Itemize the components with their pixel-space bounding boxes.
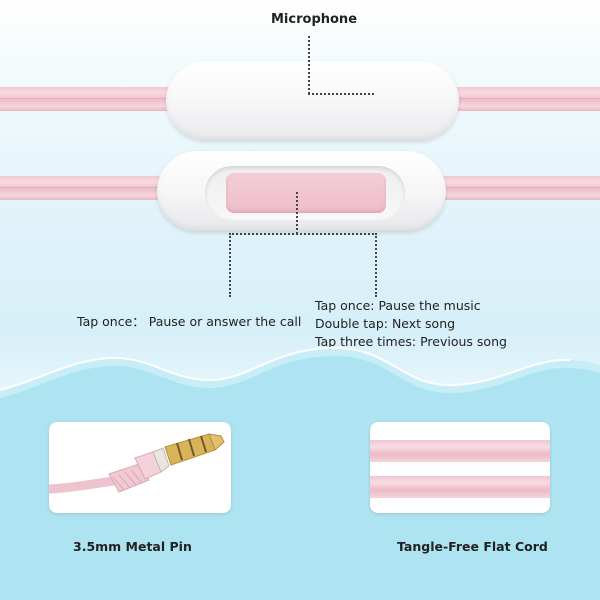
metal-pin-label: 3.5mm Metal Pin — [73, 539, 192, 554]
left-button-text: Tap once： Pause or answer the call — [77, 314, 302, 329]
right-button-line-1: Tap once: Pause the music — [315, 298, 481, 313]
button-leader-left — [229, 233, 231, 297]
flat-cord-top — [370, 440, 550, 462]
left-button-label: Tap once： Pause or answer the call — [77, 311, 301, 330]
control-button — [226, 173, 386, 213]
button-leader-horizontal — [229, 233, 377, 235]
microphone-housing — [166, 61, 459, 140]
flat-cord-card — [370, 422, 550, 513]
metal-pin-card — [49, 422, 231, 513]
metal-pin-illustration — [49, 433, 225, 494]
button-leader-right — [375, 233, 377, 297]
right-button-labels: Tap once: Pause the music Double tap: Ne… — [315, 297, 507, 351]
right-button-line-2: Double tap: Next song — [315, 316, 456, 331]
right-button-line-3: Tap three times: Previous song — [315, 334, 507, 349]
flat-cord-bottom — [370, 476, 550, 498]
button-leader-center — [296, 192, 298, 234]
microphone-leader-vertical — [308, 36, 310, 94]
microphone-leader-horizontal — [308, 93, 374, 95]
microphone-label: Microphone — [271, 12, 358, 27]
flat-cord-label: Tangle-Free Flat Cord — [397, 539, 548, 554]
